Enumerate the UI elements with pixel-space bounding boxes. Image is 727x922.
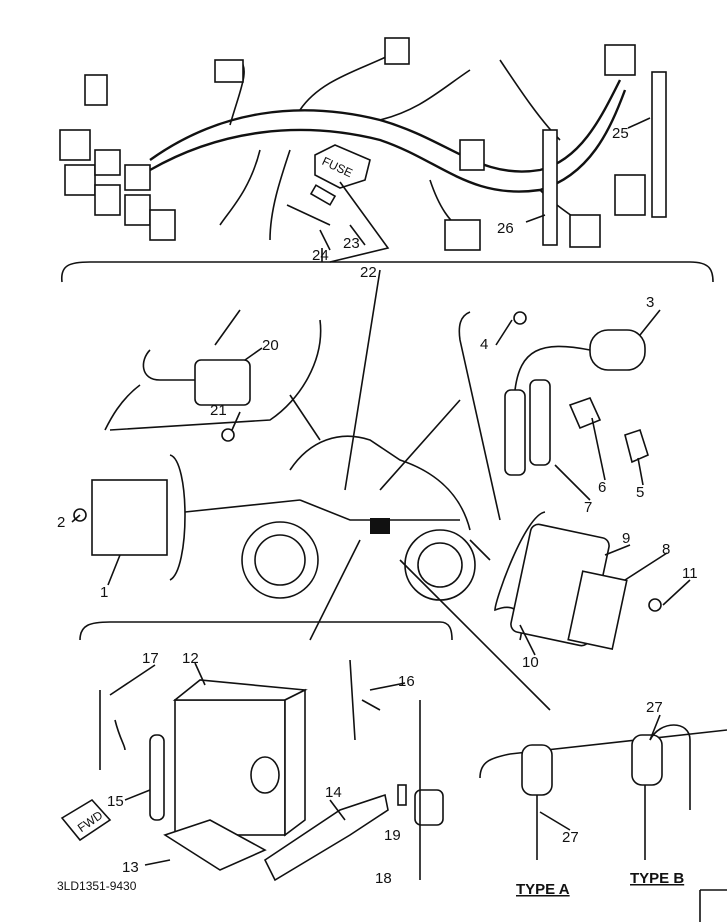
- fwd-arrow: FWD: [60, 798, 112, 842]
- breather-hose: [149, 734, 165, 821]
- diagram-part-code: 3LD1351-9430: [57, 879, 137, 893]
- connector: [604, 44, 636, 76]
- wire-harness: FUSE: [59, 37, 714, 283]
- battery-pad: [163, 819, 267, 871]
- ignition-switch: [194, 359, 251, 406]
- fuse-box: FUSE: [314, 144, 371, 189]
- callout-10: 10: [522, 654, 539, 671]
- callout-24: 24: [312, 247, 329, 264]
- callout-18: 18: [375, 870, 392, 887]
- cable-tie: [651, 71, 667, 218]
- callout-13: 13: [122, 859, 139, 876]
- fuse-holder: [414, 789, 444, 826]
- callout-11: 11: [682, 565, 698, 582]
- connector: [459, 139, 485, 171]
- group-bracket: [169, 454, 186, 581]
- group-bracket: [458, 311, 501, 521]
- switch-type-a: [521, 744, 553, 796]
- motorcycle-outline: [241, 435, 476, 601]
- connector: [384, 37, 410, 65]
- callouts: 25 26 23 24 22 20 21 3 4 6 5 7 9 8 11 10…: [57, 125, 698, 887]
- callout-23: 23: [343, 235, 360, 252]
- cable-tie: [542, 129, 558, 246]
- connector-cluster: [59, 74, 176, 241]
- callout-7: 7: [584, 499, 592, 516]
- connector: [444, 219, 481, 251]
- callout-21: 21: [210, 402, 227, 419]
- battery-band: [263, 793, 389, 882]
- fuse-lead: [286, 204, 331, 226]
- page-corner-box: [699, 889, 727, 922]
- callout-20: 20: [262, 337, 279, 354]
- type-a-label: TYPE A: [516, 881, 570, 898]
- fuse: [309, 184, 337, 206]
- callout-27-type-a: 27: [562, 829, 579, 846]
- callout-17: 17: [142, 650, 159, 667]
- callout-27-type-b: 27: [646, 699, 663, 716]
- callout-6: 6: [598, 479, 606, 496]
- battery-cable: [349, 659, 381, 741]
- callout-22: 22: [360, 264, 377, 281]
- callout-12: 12: [182, 650, 199, 667]
- callout-15: 15: [107, 793, 124, 810]
- type-b-label: TYPE B: [630, 870, 684, 887]
- connector: [569, 214, 601, 248]
- callout-4: 4: [480, 336, 488, 353]
- connector: [614, 174, 646, 216]
- callout-26: 26: [497, 220, 514, 237]
- igniter-unit: [91, 479, 168, 556]
- callout-14: 14: [325, 784, 342, 801]
- callout-25: 25: [612, 125, 629, 142]
- switch-type-b: [631, 734, 663, 786]
- battery-cable: [99, 690, 126, 770]
- group-bracket: [79, 621, 453, 641]
- callout-19: 19: [384, 827, 401, 844]
- leader-lines: [184, 269, 551, 711]
- connector: [214, 59, 244, 83]
- battery: [174, 699, 286, 836]
- callout-1: 1: [100, 584, 108, 601]
- callout-16: 16: [398, 673, 415, 690]
- ignition-coil: [589, 329, 646, 371]
- callout-5: 5: [636, 484, 644, 501]
- callout-3: 3: [646, 294, 654, 311]
- callout-2: 2: [57, 514, 65, 531]
- callout-8: 8: [662, 541, 670, 558]
- callout-9: 9: [622, 530, 630, 547]
- group-bracket: [104, 319, 322, 431]
- group-bracket: [479, 729, 727, 779]
